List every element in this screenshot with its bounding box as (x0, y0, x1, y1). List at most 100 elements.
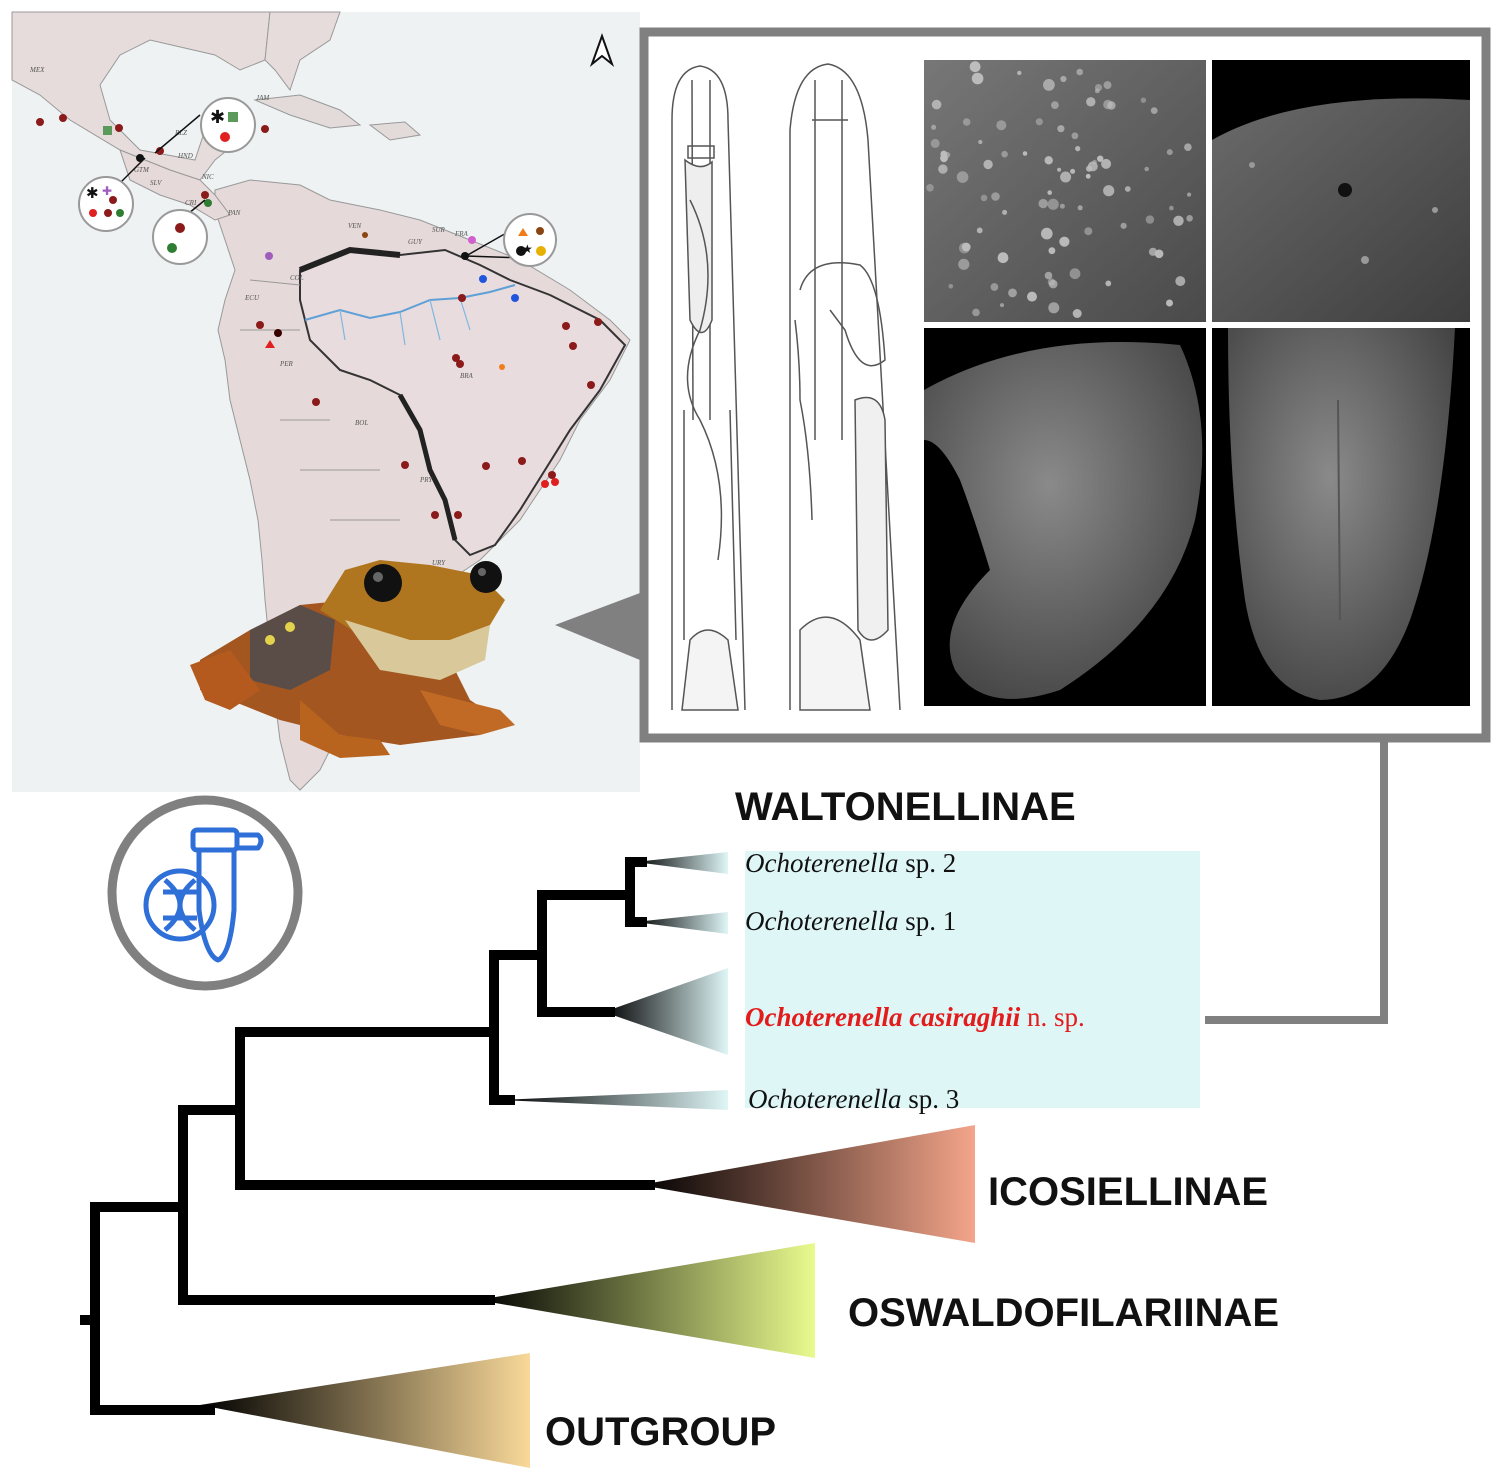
sem-granule (1140, 97, 1147, 103)
sem-granule (1057, 167, 1062, 172)
label-oswaldofilariinae: OSWALDOFILARIINAE (848, 1291, 1279, 1335)
sem-granule (1184, 143, 1192, 151)
record-points (36, 114, 602, 519)
map-label-jam: JAM (256, 94, 270, 102)
map-label-mex: MEX (29, 66, 45, 74)
sem-granule (1059, 236, 1070, 247)
waltonellinae-highlight (745, 851, 1200, 1108)
sem-granule (1070, 168, 1076, 174)
sem-granule (931, 124, 937, 130)
sem-granule (976, 227, 983, 234)
map-label-per: PER (279, 360, 294, 368)
sem-granule (1038, 198, 1048, 209)
sem-granule (980, 194, 988, 202)
sem-granule (1048, 302, 1060, 314)
sem-granule (1001, 150, 1008, 158)
sem-posterior-end-ventral (1212, 328, 1470, 706)
sem-granule (983, 159, 993, 170)
sem-granule (1008, 288, 1017, 298)
map-label-pan: PAN (227, 209, 241, 217)
morphology-panel (555, 27, 1491, 743)
clade-sp1 (635, 912, 728, 934)
sem-granule (1084, 227, 1093, 236)
dna-tube-icon (107, 795, 303, 991)
sem-granule (1047, 190, 1052, 195)
sem-granule (1150, 107, 1158, 114)
sem-granule (1166, 299, 1173, 307)
sem-granule (940, 150, 948, 158)
nematode-drawing-1 (671, 65, 746, 711)
map-label-gtm: GTM (134, 166, 150, 174)
sem-posterior-end-lateral (924, 328, 1206, 706)
map-label-blz: BLZ (175, 129, 187, 137)
sem-granule (1105, 280, 1112, 287)
map-label-cri: CRI (185, 199, 197, 207)
sem-granule (1035, 118, 1043, 126)
map-label-ven: VEN (348, 222, 362, 230)
taxon-sp3: Ochoterenella sp. 3 (748, 1084, 959, 1114)
taxon-sp2: Ochoterenella sp. 2 (745, 848, 956, 878)
map-label-sur: SUR (432, 226, 446, 234)
north-arrow-icon (589, 33, 615, 67)
sem-granule (1072, 309, 1082, 318)
map-label-pry: PRY (419, 476, 433, 484)
callout-central-america: ✱ ✱ ✚ (78, 97, 256, 265)
sem-granule (990, 283, 999, 291)
sem-granule (991, 192, 1000, 201)
sem-granule (1175, 276, 1186, 287)
sem-granule (969, 61, 981, 73)
clade-sp2 (635, 852, 728, 874)
svg-text:✱: ✱ (210, 107, 225, 127)
sem-granule (1022, 151, 1028, 156)
map-label-guy: GUY (408, 238, 423, 246)
sem-granule (1060, 75, 1067, 83)
label-waltonellinae: WALTONELLINAE (735, 785, 1076, 829)
sem-granule (1144, 166, 1149, 172)
sem-granule (1069, 268, 1081, 280)
svg-text:✚: ✚ (102, 184, 112, 198)
sem-granule (1186, 215, 1193, 222)
sem-granule (972, 308, 980, 317)
sem-granule (961, 242, 971, 252)
sem-granule (1086, 97, 1096, 107)
sem-granule (1017, 70, 1022, 76)
sem-granule (1187, 192, 1192, 197)
map-label-ecu: ECU (244, 294, 260, 302)
sem-surface-texture (924, 60, 1206, 322)
sem-granule (997, 252, 1009, 264)
sem-granule (931, 99, 942, 110)
sem-granule (1101, 158, 1112, 169)
sem-granule (1048, 247, 1056, 255)
sem-granule (926, 184, 934, 192)
sem-granule (1057, 125, 1065, 133)
panel-connector (1205, 742, 1388, 1024)
frog-photo (190, 560, 515, 758)
callout-pointer (555, 593, 640, 660)
nematode-drawing-2 (789, 63, 901, 711)
map-label-ury: URY (432, 559, 446, 567)
sem-granule (958, 258, 970, 270)
clade-sp3 (500, 1090, 728, 1110)
sem-granule (996, 120, 1007, 131)
sem-granule (1060, 171, 1072, 183)
sem-granule (948, 284, 954, 289)
sem-granule (1097, 155, 1104, 162)
sem-granule (1027, 291, 1037, 302)
sem-granule (1075, 146, 1081, 152)
sem-cephalic-end (1212, 60, 1470, 322)
sem-granule (1120, 222, 1127, 229)
sem-granule (1094, 88, 1100, 94)
sem-granule (1173, 215, 1184, 226)
sem-granule (1043, 79, 1055, 91)
label-icosiellinae: ICOSIELLINAE (988, 1170, 1268, 1214)
sem-granule (1071, 132, 1079, 140)
sem-granule (938, 164, 948, 174)
phylogenetic-tree: WALTONELLINAE ICOSIELLINAE OSWALDOFILARI… (80, 785, 1279, 1468)
sem-granule (1002, 209, 1008, 215)
map-label-nic: NIC (201, 173, 214, 181)
sem-granule (1076, 68, 1083, 76)
sem-granule (1145, 215, 1155, 224)
map-label-col: COL (290, 274, 304, 282)
clade-icosiellinae (640, 1125, 975, 1243)
